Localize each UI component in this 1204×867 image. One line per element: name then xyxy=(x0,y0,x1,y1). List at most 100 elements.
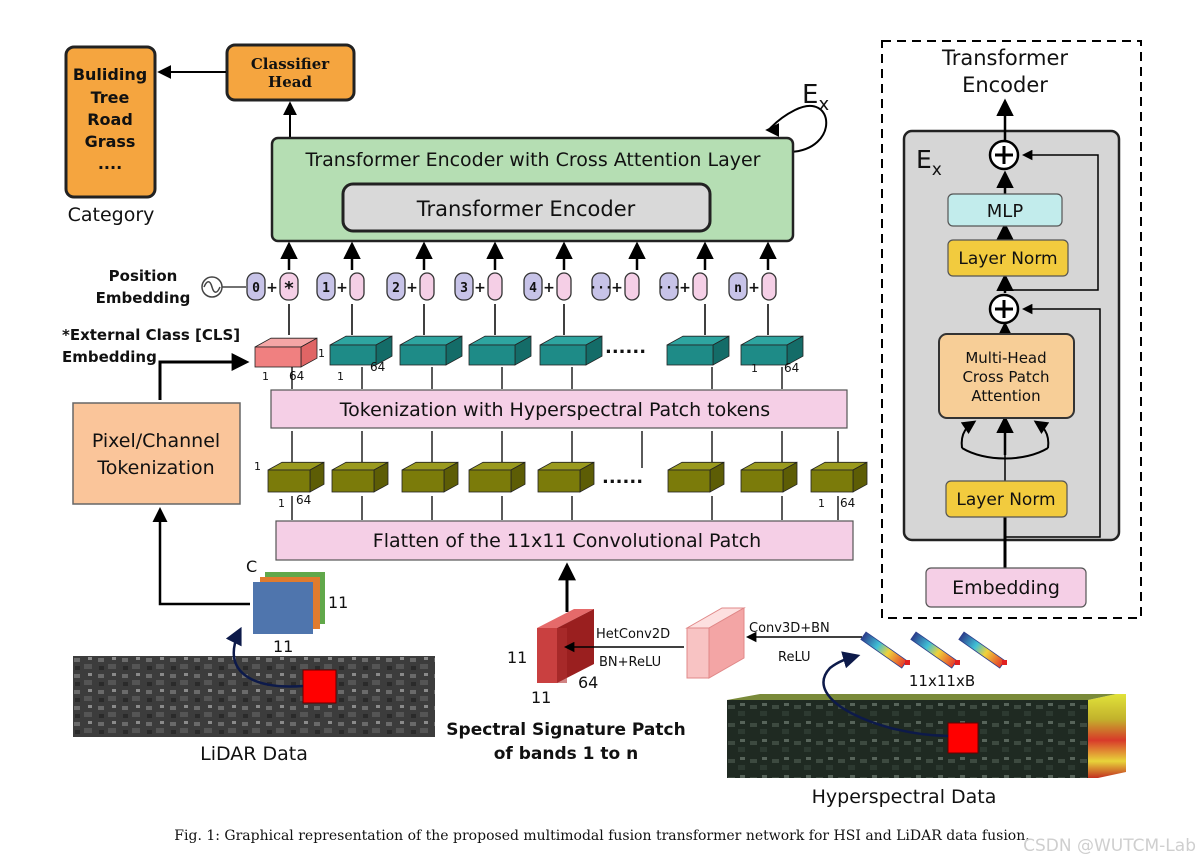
hyperspectral-image xyxy=(727,694,1126,778)
category-class-grass: Grass xyxy=(85,132,136,151)
plus-sign: + xyxy=(748,280,760,296)
conv3d-feature-cube xyxy=(685,607,746,679)
hsi-dim-1-last: 1 xyxy=(751,362,758,375)
add-circle-bottom-icon xyxy=(988,293,1020,325)
flatten-bar-label: Flatten of the 11x11 Convolutional Patch xyxy=(373,530,761,552)
patch-dim-64: 64 xyxy=(578,673,598,692)
category-class-road: Road xyxy=(87,110,133,129)
hsi-token-cube-0 xyxy=(329,335,393,366)
lidar-dim-11-side: 11 xyxy=(328,593,348,612)
spectral-patch-cube: 11 11 64 xyxy=(507,609,598,707)
conv-patch-cube-0 xyxy=(267,461,325,493)
cube-dims-label: 11x11xB xyxy=(909,672,975,690)
category-box: Buliding Tree Road Grass .... xyxy=(64,45,157,199)
embedding-box: Embedding xyxy=(925,567,1087,608)
plus-sign: + xyxy=(474,280,486,296)
conv-patch-cube-6 xyxy=(740,461,798,493)
position-token-index: ··· xyxy=(657,281,680,296)
cls-dim-1-side: 1 xyxy=(318,347,325,360)
figure-caption: Fig. 1: Graphical representation of the … xyxy=(174,828,1030,844)
hsi-data-label: Hyperspectral Data xyxy=(812,786,997,808)
category-label: Category xyxy=(68,204,155,226)
mhca-box: Multi-Head Cross Patch Attention xyxy=(938,333,1075,419)
layer-norm-bottom-label: Layer Norm xyxy=(956,490,1055,510)
panel-ex-label: Ex xyxy=(916,145,942,180)
conv3d-bottom-label: ReLU xyxy=(778,650,811,665)
lidar-image xyxy=(73,656,435,737)
position-token-row: 0+*1+2+3+4+···+···+n+ xyxy=(246,272,777,301)
hsi-band-cubes xyxy=(860,631,1007,669)
category-class-tree: Tree xyxy=(91,88,130,107)
olive-dim-1-bottom: 1 xyxy=(278,497,285,510)
position-token-6: ···+ xyxy=(657,272,708,301)
olive-dim-1-last: 1 xyxy=(818,497,825,510)
tokenization-bar-label: Tokenization with Hyperspectral Patch to… xyxy=(339,399,770,421)
lidar-channel-stack: C 11 11 xyxy=(246,557,348,656)
position-token-index: ··· xyxy=(589,281,612,296)
hsi-token-cube-1 xyxy=(399,335,463,366)
lidar-data-label: LiDAR Data xyxy=(200,743,308,765)
position-token-index: 3 xyxy=(460,281,468,296)
watermark: CSDN @WUTCM-Lab xyxy=(1023,836,1196,856)
position-token-3: 3+ xyxy=(454,272,503,301)
plus-sign: + xyxy=(679,280,691,296)
hsi-token-cube-4 xyxy=(666,335,730,366)
cls-dim-64: 64 xyxy=(289,369,304,383)
hsi-dim-64-last: 64 xyxy=(784,361,799,375)
conv-patch-cube-3 xyxy=(468,461,526,493)
position-token-0: 0+* xyxy=(246,272,299,301)
cls-token-cube xyxy=(254,337,318,368)
classifier-head-line1: Classifier xyxy=(251,55,330,73)
position-token-7: n+ xyxy=(728,272,777,301)
position-token-index: 1 xyxy=(322,281,330,296)
position-token-4: 4+ xyxy=(523,272,572,301)
olive-dim-64-first: 64 xyxy=(296,493,311,507)
hsi-cube-ellipsis: ...... xyxy=(605,337,646,358)
encoder-block-title: Transformer Encoder with Cross Attention… xyxy=(305,149,761,171)
lidar-dim-11-bottom: 11 xyxy=(273,637,293,656)
cls-embedding-line2: Embedding xyxy=(62,348,157,366)
cls-marker: * xyxy=(284,278,294,299)
token-to-encoder-arrows xyxy=(280,241,777,270)
position-embedding-label-line1: Position xyxy=(109,267,178,285)
position-token-1: 1+ xyxy=(316,272,365,301)
conv3d-top-label: Conv3D+BN xyxy=(749,621,830,636)
hsi-dim-1: 1 xyxy=(337,370,344,383)
patch-dim-11-bottom: 11 xyxy=(531,688,551,707)
position-token-index: 0 xyxy=(252,281,260,296)
pixel-tokenization-line2: Tokenization xyxy=(96,457,214,479)
patch-dim-11-left: 11 xyxy=(507,648,527,667)
embedding-label: Embedding xyxy=(952,577,1060,599)
hsi-token-cube-3 xyxy=(539,335,603,366)
lidar-channel-c: C xyxy=(246,557,257,576)
tokenization-bar: Tokenization with Hyperspectral Patch to… xyxy=(270,389,848,429)
panel-title-line1: Transformer xyxy=(941,46,1068,70)
mlp-label: MLP xyxy=(987,201,1024,222)
conv-patch-cube-5 xyxy=(667,461,725,493)
hsi-dim-64: 64 xyxy=(370,360,385,374)
mhca-line1: Multi-Head xyxy=(965,349,1046,367)
position-embedding-label-line2: Embedding xyxy=(96,289,191,307)
hsi-token-cube-2 xyxy=(468,335,532,366)
encoder-block: Transformer Encoder with Cross Attention… xyxy=(270,136,795,243)
arrow-lidar-patch xyxy=(225,626,304,688)
olive-dim-1-first: 1 xyxy=(254,460,261,473)
conv-patch-cube-1 xyxy=(331,461,389,493)
plus-sign: + xyxy=(406,280,418,296)
ex-loop-arrow xyxy=(765,104,828,153)
classifier-head-line2: Head xyxy=(268,73,312,91)
mlp-box: MLP xyxy=(947,193,1063,227)
bar-connectors xyxy=(291,367,839,520)
panel-title-line2: Encoder xyxy=(962,73,1048,97)
ex-loop-label: Ex xyxy=(802,80,829,115)
cls-embedding-line1: *External Class [CLS] xyxy=(62,326,240,344)
olive-cube-ellipsis: ...... xyxy=(602,467,643,488)
classifier-head: Classifier Head xyxy=(225,43,356,102)
layer-norm-top-label: Layer Norm xyxy=(958,249,1057,269)
position-token-index: 4 xyxy=(529,281,537,296)
encoder-block-inner: Transformer Encoder xyxy=(416,197,636,221)
conv-patch-cube-7 xyxy=(810,461,868,493)
layer-norm-top-box: Layer Norm xyxy=(947,239,1069,277)
